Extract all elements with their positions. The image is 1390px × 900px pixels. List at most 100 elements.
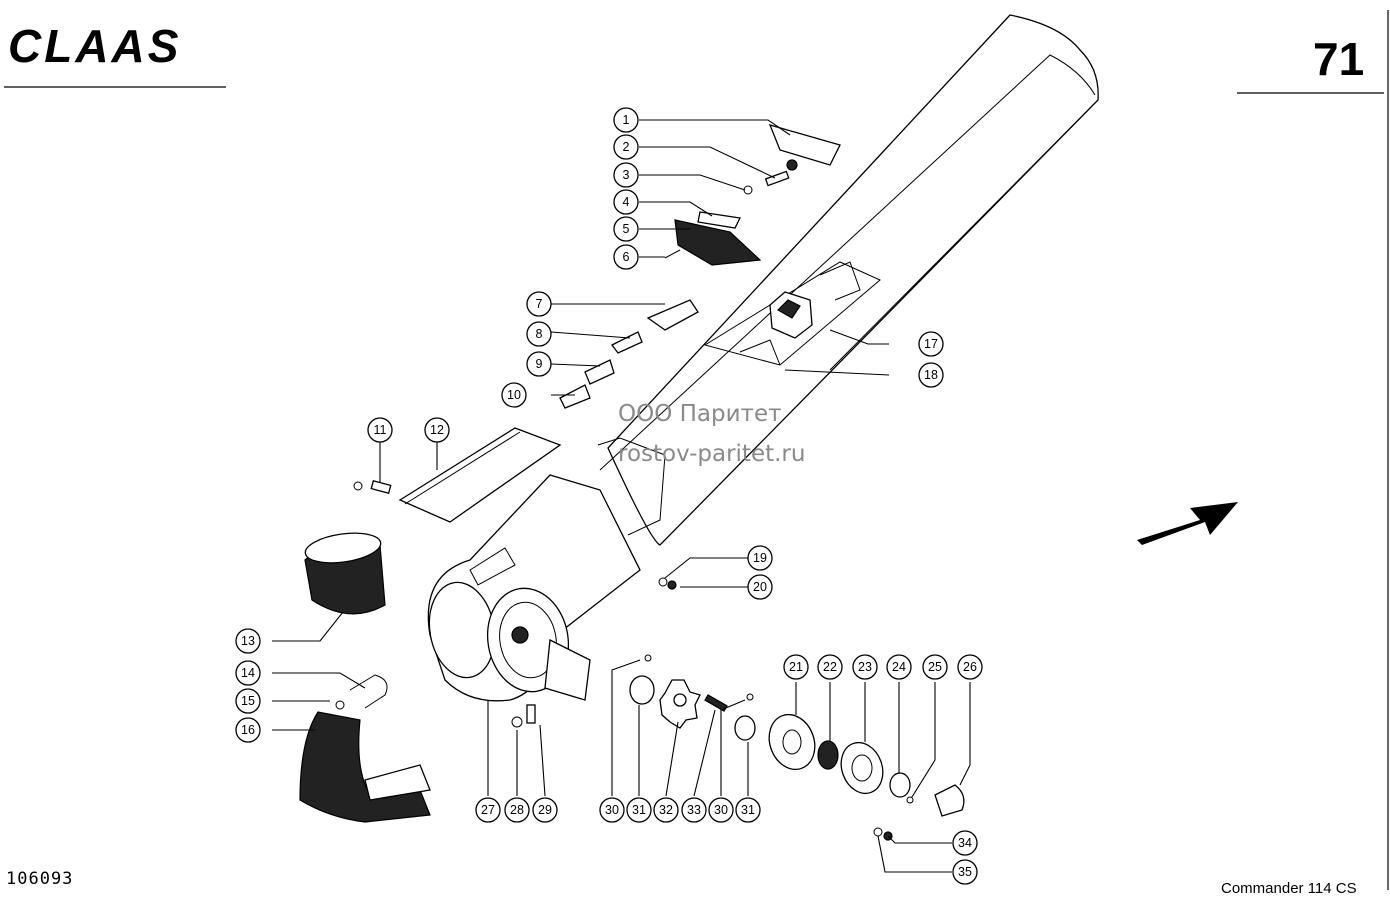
svg-text:11: 11 bbox=[374, 423, 387, 437]
svg-text:15: 15 bbox=[241, 694, 255, 708]
callout-1: 1 bbox=[613, 107, 639, 133]
callout-7: 7 bbox=[526, 291, 552, 317]
svg-text:24: 24 bbox=[892, 660, 906, 674]
callout-11: 11 bbox=[367, 417, 393, 443]
callout-16: 16 bbox=[235, 717, 261, 743]
washer-19 bbox=[658, 577, 668, 587]
svg-text:33: 33 bbox=[687, 803, 701, 817]
svg-text:25: 25 bbox=[928, 660, 942, 674]
callout-20: 20 bbox=[747, 574, 773, 600]
callout-33: 33 bbox=[681, 797, 707, 823]
svg-text:34: 34 bbox=[958, 836, 972, 850]
svg-text:17: 17 bbox=[924, 337, 938, 351]
callout-3: 3 bbox=[613, 162, 639, 188]
callout-34: 34 bbox=[952, 830, 978, 856]
callout-26: 26 bbox=[957, 654, 983, 680]
svg-text:5: 5 bbox=[623, 222, 630, 236]
svg-text:19: 19 bbox=[753, 551, 767, 565]
bearing-stack bbox=[768, 713, 965, 841]
cover-plate bbox=[398, 427, 562, 523]
callout-25: 25 bbox=[922, 654, 948, 680]
shaft-parts bbox=[629, 654, 756, 741]
leader-lines bbox=[272, 119, 971, 873]
gear-housing bbox=[427, 474, 641, 702]
svg-text:10: 10 bbox=[507, 388, 521, 402]
bolt-11 bbox=[353, 480, 392, 494]
model-name: Commander 114 CS bbox=[1221, 880, 1357, 897]
strap-clamp bbox=[299, 711, 431, 823]
callout-27: 27 bbox=[475, 797, 501, 823]
brand-logo: CLAAS bbox=[8, 20, 181, 72]
svg-text:23: 23 bbox=[858, 660, 872, 674]
svg-text:30: 30 bbox=[605, 803, 619, 817]
svg-text:21: 21 bbox=[789, 660, 803, 674]
callout-12: 12 bbox=[424, 417, 450, 443]
svg-text:9: 9 bbox=[536, 357, 543, 371]
callout-8: 8 bbox=[526, 321, 552, 347]
watermark-url: rostov-paritet.ru bbox=[618, 441, 805, 467]
callout-17: 17 bbox=[918, 331, 944, 357]
svg-text:13: 13 bbox=[241, 634, 255, 648]
wear-ring bbox=[304, 532, 386, 615]
svg-text:26: 26 bbox=[963, 660, 977, 674]
callout-13: 13 bbox=[235, 628, 261, 654]
callout-2: 2 bbox=[613, 134, 639, 160]
callout-31-second: 31 bbox=[735, 797, 761, 823]
svg-text:20: 20 bbox=[753, 580, 767, 594]
callout-29: 29 bbox=[532, 797, 558, 823]
u-bolt bbox=[335, 674, 388, 710]
nut-20 bbox=[667, 580, 677, 590]
svg-text:22: 22 bbox=[823, 660, 837, 674]
drawing-code: 106093 bbox=[6, 869, 73, 889]
page-number: 71 bbox=[1313, 33, 1364, 85]
svg-text:16: 16 bbox=[241, 723, 255, 737]
flange-assembly bbox=[739, 261, 861, 366]
watermark-company: ООО Паритет bbox=[618, 401, 782, 427]
svg-text:31: 31 bbox=[632, 803, 646, 817]
svg-text:27: 27 bbox=[481, 803, 495, 817]
svg-text:2: 2 bbox=[623, 140, 630, 154]
svg-text:32: 32 bbox=[659, 803, 673, 817]
callout-14: 14 bbox=[235, 660, 261, 686]
callout-15: 15 bbox=[235, 688, 261, 714]
svg-text:4: 4 bbox=[623, 195, 630, 209]
svg-text:6: 6 bbox=[623, 250, 630, 264]
top-bracket-parts bbox=[664, 124, 841, 266]
callout-30-second: 30 bbox=[708, 797, 734, 823]
callout-6: 6 bbox=[613, 244, 639, 270]
callout-10: 10 bbox=[501, 382, 527, 408]
callout-18: 18 bbox=[918, 362, 944, 388]
direction-arrow-icon bbox=[1137, 502, 1238, 545]
bolt-29 bbox=[526, 704, 536, 724]
svg-text:7: 7 bbox=[536, 297, 543, 311]
washer-28 bbox=[511, 716, 523, 728]
callout-19: 19 bbox=[747, 545, 773, 571]
callout-9: 9 bbox=[526, 351, 552, 377]
svg-text:18: 18 bbox=[924, 368, 938, 382]
callout-30: 30 bbox=[599, 797, 625, 823]
bracket-parts bbox=[559, 299, 699, 409]
callout-23: 23 bbox=[852, 654, 878, 680]
tube-support-bracket bbox=[597, 437, 666, 536]
svg-text:8: 8 bbox=[536, 327, 543, 341]
svg-text:29: 29 bbox=[538, 803, 552, 817]
callout-22: 22 bbox=[817, 654, 843, 680]
svg-text:35: 35 bbox=[958, 865, 972, 879]
svg-text:31: 31 bbox=[741, 803, 755, 817]
unloading-auger-tube bbox=[599, 14, 1099, 546]
callout-35: 35 bbox=[952, 859, 978, 885]
svg-text:3: 3 bbox=[623, 168, 630, 182]
svg-text:12: 12 bbox=[430, 423, 444, 437]
svg-text:1: 1 bbox=[623, 113, 630, 127]
svg-text:28: 28 bbox=[510, 803, 524, 817]
callout-28: 28 bbox=[504, 797, 530, 823]
svg-text:30: 30 bbox=[714, 803, 728, 817]
callout-4: 4 bbox=[613, 189, 639, 215]
callout-21: 21 bbox=[783, 654, 809, 680]
callout-5: 5 bbox=[613, 216, 639, 242]
callout-24: 24 bbox=[886, 654, 912, 680]
svg-text:14: 14 bbox=[241, 666, 255, 680]
callout-31: 31 bbox=[626, 797, 652, 823]
callout-32: 32 bbox=[653, 797, 679, 823]
